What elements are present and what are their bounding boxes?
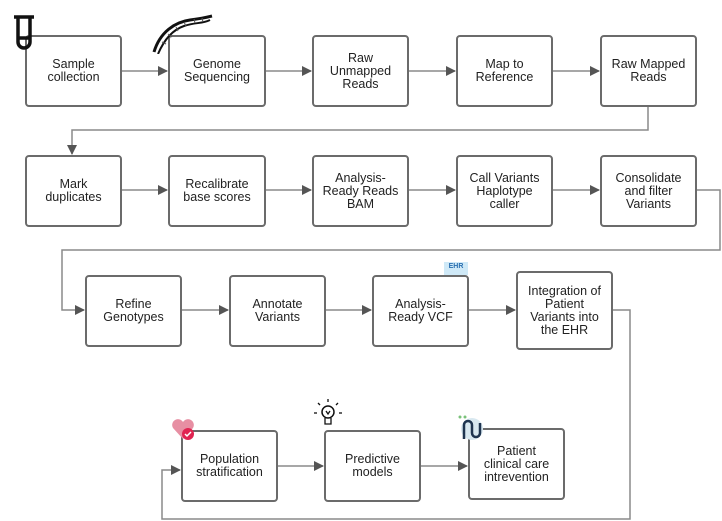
step-map-to-reference: Map to Reference	[456, 35, 553, 107]
step-analysis-ready-vcf: Analysis- Ready VCF	[372, 275, 469, 347]
lightbulb-icon	[314, 399, 342, 425]
step-raw-mapped-reads: Raw Mapped Reads	[600, 35, 697, 107]
ehr-icon: EHR	[444, 262, 468, 275]
dna-icon	[152, 14, 213, 54]
heart-check-icon	[172, 419, 194, 440]
step-refine-genotypes: Refine Genotypes	[85, 275, 182, 347]
arrow	[67, 107, 649, 155]
step-predictive-models: Predictive models	[324, 430, 421, 502]
arrow	[161, 309, 631, 520]
step-clinical-care-intervention: Patient clinical care intrevention	[468, 428, 565, 500]
step-annotate-variants: Annotate Variants	[229, 275, 326, 347]
step-call-variants: Call Variants Haplotype caller	[456, 155, 553, 227]
step-raw-unmapped-reads: Raw Unmapped Reads	[312, 35, 409, 107]
step-ehr-integration: Integration of Patient Variants into the…	[516, 271, 613, 350]
step-analysis-ready-bam: Analysis- Ready Reads BAM	[312, 155, 409, 227]
step-consolidate-filter: Consolidate and filter Variants	[600, 155, 697, 227]
step-genome-sequencing: Genome Sequencing	[168, 35, 266, 107]
stethoscope-icon	[458, 415, 483, 440]
step-population-stratification: Population stratification	[181, 430, 278, 502]
arrow	[61, 189, 721, 315]
step-sample-collection: Sample collection	[25, 35, 122, 107]
step-mark-duplicates: Mark duplicates	[25, 155, 122, 227]
step-recalibrate-base-scores: Recalibrate base scores	[168, 155, 266, 227]
test-tube-icon	[14, 15, 34, 50]
